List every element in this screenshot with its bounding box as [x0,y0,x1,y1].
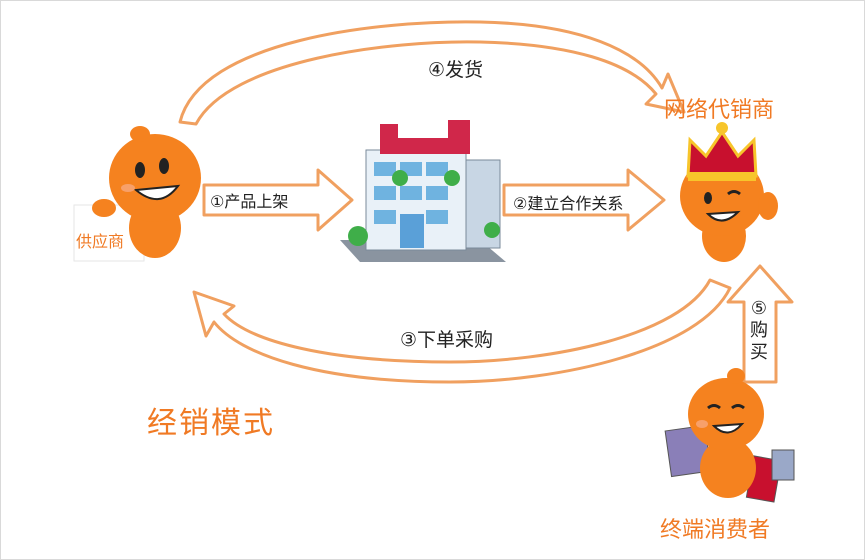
step-list-product-label: ①产品上架 [210,192,289,211]
diagram-title: 经销模式 [147,406,275,441]
arrow-buy [726,264,794,384]
supplier-label: 供应商 [76,232,125,251]
step-buy-label: ⑤购买 [750,298,768,363]
arrow-list-product [202,168,354,232]
supplier-mascot-icon [73,126,201,262]
step-partnership-label: ②建立合作关系 [513,194,624,213]
step-ship-label: ④发货 [428,59,484,81]
agent-label: 网络代销商 [664,98,775,123]
consumer-mascot-shopping-icon [664,368,795,503]
arrow-partnership [502,168,666,232]
arrow-ship [178,20,686,126]
building-icon [340,120,506,262]
consumer-label: 终端消费者 [660,518,771,543]
agent-mascot-crown-icon [680,122,778,262]
arrow-purchase [192,278,732,384]
step-purchase-label: ③下单采购 [400,329,494,351]
